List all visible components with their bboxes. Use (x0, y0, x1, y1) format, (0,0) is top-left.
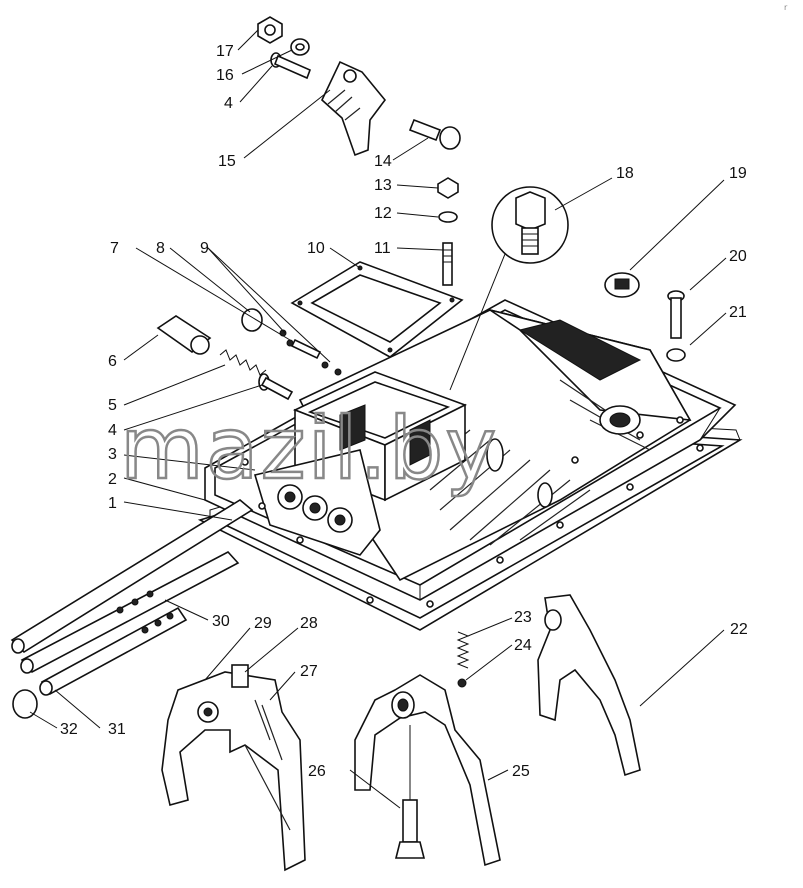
housing-front-bosses (253, 449, 381, 556)
label-17: 17 (216, 43, 234, 60)
label-22: 22 (730, 621, 748, 638)
detail-circle-18 (449, 186, 569, 391)
label-4-top: 4 (224, 95, 233, 112)
housing-body (298, 309, 692, 582)
label-9: 9 (200, 240, 209, 257)
label-18: 18 (616, 165, 634, 182)
label-30: 30 (212, 613, 230, 630)
plug-19 (604, 272, 640, 298)
nut-17 (257, 16, 283, 44)
gasket-10 (290, 261, 464, 358)
shift-rod-1 (10, 499, 254, 654)
ball-24 (457, 678, 467, 688)
label-32: 32 (60, 721, 78, 738)
bolt-4-top (270, 52, 312, 80)
leader-lines (29, 29, 727, 809)
label-15: 15 (218, 153, 236, 170)
shift-rod-31 (39, 606, 188, 696)
nut-13 (437, 177, 459, 199)
watermark: mazil.by (120, 399, 498, 499)
label-19: 19 (729, 165, 747, 182)
part-number-labels: 17 16 4 15 14 13 12 11 10 18 19 20 21 7 … (60, 43, 748, 780)
label-28: 28 (300, 615, 318, 632)
label-29: 29 (254, 615, 272, 632)
plug-8 (241, 308, 263, 332)
label-26: 26 (308, 763, 326, 780)
label-27: 27 (300, 663, 318, 680)
label-16: 16 (216, 67, 234, 84)
washer-21 (666, 348, 686, 362)
shift-fork-25 (354, 674, 501, 867)
label-1: 1 (108, 495, 117, 512)
label-6: 6 (108, 353, 117, 370)
label-10: 10 (307, 240, 325, 257)
label-11: 11 (374, 240, 391, 257)
plug-32 (12, 689, 38, 719)
label-24: 24 (514, 637, 532, 654)
housing-bolt-holes (241, 416, 704, 608)
label-8: 8 (156, 240, 165, 257)
bolt-14 (408, 118, 461, 150)
lever-bracket-15 (321, 60, 387, 157)
shift-fork-22 (537, 594, 641, 777)
label-21: 21 (729, 304, 747, 321)
label-12: 12 (374, 205, 392, 222)
label-3: 3 (108, 446, 117, 463)
shift-fork-27 (161, 664, 306, 872)
washer-12 (438, 211, 458, 223)
sleeve-6 (156, 315, 212, 355)
shift-rod-30 (20, 551, 240, 674)
stud-11 (442, 242, 453, 286)
label-14: 14 (374, 153, 392, 170)
label-13: 13 (374, 177, 392, 194)
balls-9 (279, 329, 342, 376)
label-4: 4 (108, 422, 117, 439)
bolt-20 (667, 290, 685, 339)
washer-16 (290, 38, 310, 56)
pin-26 (394, 799, 426, 859)
label-25: 25 (512, 763, 530, 780)
spring-7 (219, 349, 267, 376)
label-23: 23 (514, 609, 532, 626)
corner-mark: r (784, 3, 788, 12)
spring-23 (456, 631, 470, 669)
label-2: 2 (108, 471, 117, 488)
label-7: 7 (110, 240, 119, 257)
label-31: 31 (108, 721, 126, 738)
label-20: 20 (729, 248, 747, 265)
label-5: 5 (108, 397, 117, 414)
bolt-5 (258, 373, 294, 401)
